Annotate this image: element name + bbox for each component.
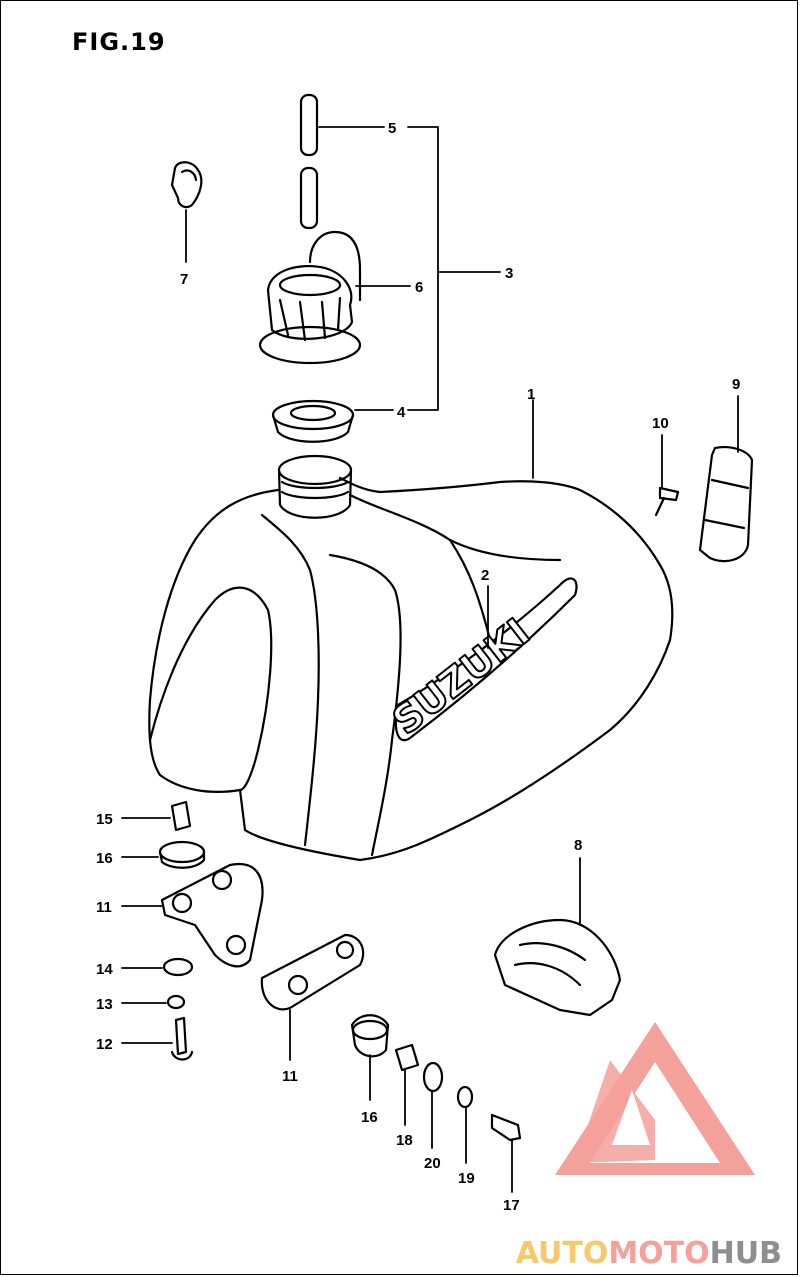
collar-18: [394, 1043, 420, 1072]
callout-13: 13: [96, 996, 113, 1013]
fuel-tank: [148, 476, 674, 862]
mounting-bracket-upper: [160, 862, 264, 968]
watermark-moto: MOTO: [608, 1236, 710, 1271]
mounting-bracket-lower: [260, 933, 365, 1011]
washer-14: [162, 957, 194, 977]
watermark-hub: HUB: [709, 1236, 782, 1271]
tank-ridge-left: [260, 513, 320, 847]
callout-17: 17: [503, 1197, 520, 1214]
cap-tether: [308, 230, 362, 302]
tank-ridge-mid: [328, 553, 402, 857]
collar-15: [170, 800, 192, 832]
tank-emblem-text: SUZUKI: [384, 610, 537, 743]
screw-10: [654, 486, 680, 517]
tank-strap-bracket: [698, 446, 754, 563]
callout-20: 20: [424, 1155, 441, 1172]
hose-clamp: [170, 161, 203, 209]
callout-11-upper: 11: [96, 899, 112, 916]
callout-16-lower: 16: [361, 1109, 378, 1126]
callout-6: 6: [415, 279, 423, 296]
callout-15: 15: [96, 811, 113, 828]
cap-gasket-body: [271, 413, 355, 443]
rear-cushion: [493, 918, 622, 1017]
grommet-lower: [350, 1014, 390, 1058]
callout-16-upper: 16: [96, 850, 113, 867]
tank-top-edge: [348, 493, 562, 562]
callout-19: 19: [458, 1170, 475, 1187]
figure-title: FIG.19: [72, 28, 166, 56]
callout-2: 2: [481, 567, 489, 584]
callout-12: 12: [96, 1036, 113, 1053]
callout-5: 5: [388, 120, 396, 137]
bolt-17: [490, 1113, 522, 1142]
watermark-logo: [555, 1022, 755, 1175]
breather-hose-upper: [299, 93, 319, 157]
filler-neck-top: [277, 454, 353, 486]
callout-4: 4: [397, 404, 406, 421]
callout-3: 3: [505, 265, 513, 282]
callout-11-lower: 11: [282, 1068, 298, 1085]
breather-hose-lower: [299, 166, 319, 230]
callout-1: 1: [527, 386, 535, 403]
watermark-auto: AUTO: [515, 1236, 609, 1271]
lock-washer-13: [166, 994, 186, 1010]
callout-14: 14: [96, 961, 113, 978]
watermark-text: AUTOMOTOHUB: [516, 1239, 782, 1269]
callout-18: 18: [396, 1132, 413, 1149]
callout-7: 7: [180, 271, 188, 288]
washer-20: [422, 1061, 444, 1093]
lock-washer-19: [456, 1085, 474, 1109]
tank-knee-recess: [148, 586, 273, 792]
cap-ring: [258, 325, 362, 365]
tank-side-edge: [448, 538, 492, 642]
callout-8: 8: [574, 837, 582, 854]
callout-9: 9: [732, 376, 740, 393]
filler-neck-body: [277, 468, 353, 519]
callout-10: 10: [652, 415, 669, 432]
tank-emblem-outline: [394, 577, 578, 742]
grommet-upper: [158, 840, 206, 864]
filler-neck-threads: [280, 480, 350, 500]
callout-labels: 1 2 3 4 5 6 7 8 9 10 11 11 12 13 14 15 1…: [96, 120, 740, 1214]
bolt-12: [170, 1016, 194, 1061]
leader-lines: [121, 126, 739, 1193]
